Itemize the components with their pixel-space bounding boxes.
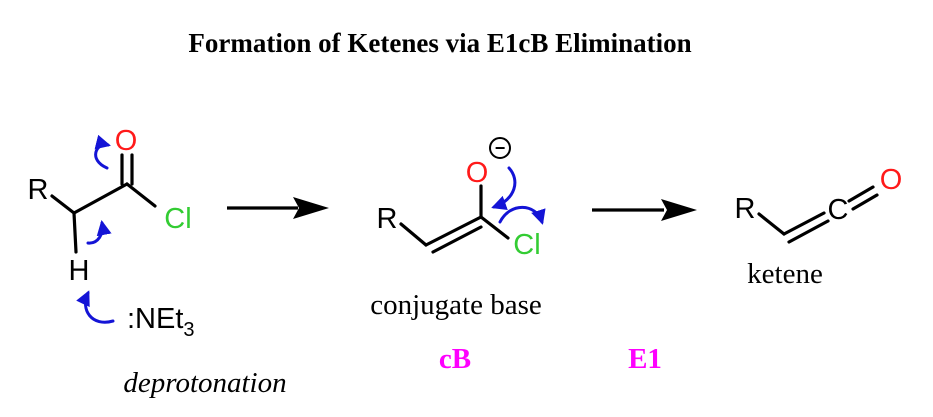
step-label-cb: cB — [439, 343, 471, 375]
double-bond — [851, 193, 879, 211]
bond — [479, 215, 510, 240]
double-bond — [431, 225, 483, 254]
double-bond — [782, 211, 826, 236]
deprotonation-caption: deprotonation — [123, 367, 286, 399]
bond — [125, 182, 157, 208]
oxygen-label: O — [115, 125, 138, 157]
base-label: :NEt3 — [127, 303, 195, 341]
enolate: R O − Cl — [377, 137, 546, 261]
chlorine-label: Cl — [513, 229, 540, 261]
double-bond — [787, 219, 830, 244]
bond — [72, 182, 129, 215]
acid-chloride: R O Cl H :NEt3 — [28, 125, 195, 341]
double-bond — [847, 185, 875, 203]
curved-electron-arrow-icon — [76, 290, 115, 324]
page-title: Formation of Ketenes via E1cB Eliminatio… — [188, 28, 691, 58]
curved-electron-arrow-icon — [498, 206, 546, 225]
oxygen-label: O — [880, 164, 903, 196]
ketene: R C O — [735, 164, 903, 244]
reaction-arrow-head-icon — [661, 199, 697, 221]
r-group-label: R — [28, 174, 49, 206]
bond — [757, 212, 786, 236]
curved-electron-arrow-icon — [491, 166, 517, 210]
negative-charge-circle-icon: − — [489, 137, 511, 159]
curved-electron-arrow-icon — [86, 220, 112, 245]
step-label-e1: E1 — [628, 343, 662, 375]
ketene-caption: ketene — [747, 258, 823, 290]
bond — [72, 211, 78, 254]
conjugate-base-caption: conjugate base — [370, 289, 542, 321]
subscript: 3 — [183, 319, 194, 341]
r-group-label: R — [377, 203, 398, 235]
bond — [50, 194, 76, 215]
double-bond — [424, 215, 483, 247]
hydrogen-label: H — [69, 255, 90, 287]
bond — [399, 222, 428, 247]
chlorine-label: Cl — [164, 203, 191, 235]
curved-electron-arrow-icon — [94, 134, 111, 170]
reaction-arrow-head-icon — [293, 197, 329, 219]
carbon-label: C — [828, 194, 849, 226]
oxygen-label: O — [466, 157, 489, 189]
r-group-label: R — [735, 193, 756, 225]
charge-sign: − — [495, 138, 506, 158]
